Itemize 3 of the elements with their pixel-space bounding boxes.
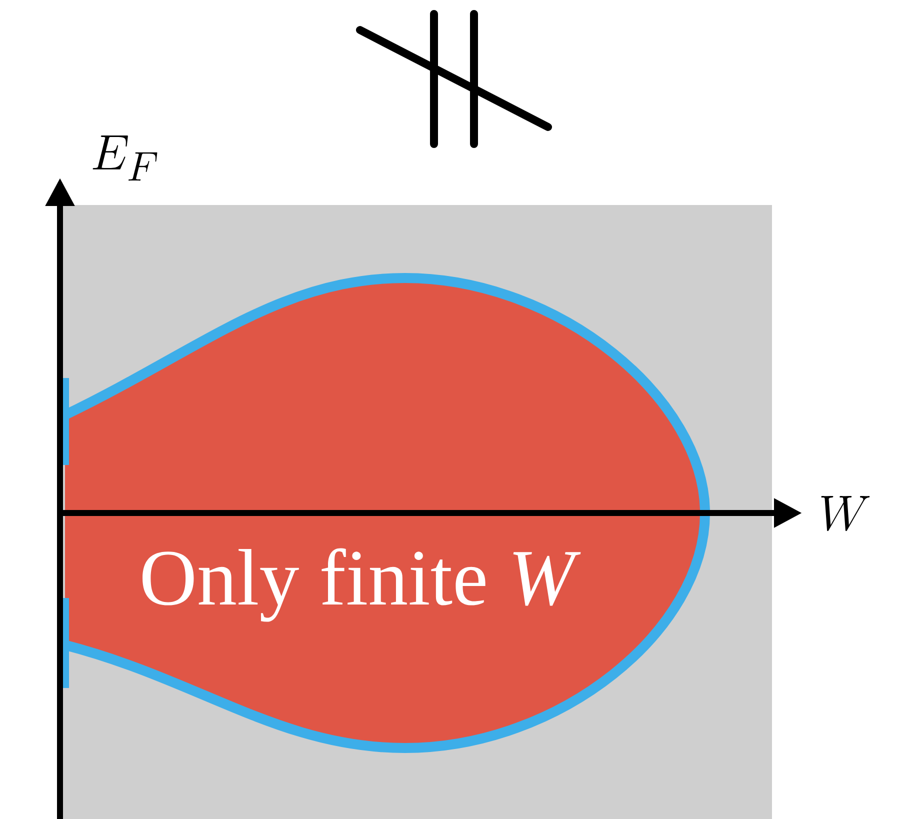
axis-label: $W$ — [821, 496, 870, 532]
phase-region: Only finite W — [62, 273, 710, 753]
axis-label: $E_F$ — [92, 136, 158, 181]
